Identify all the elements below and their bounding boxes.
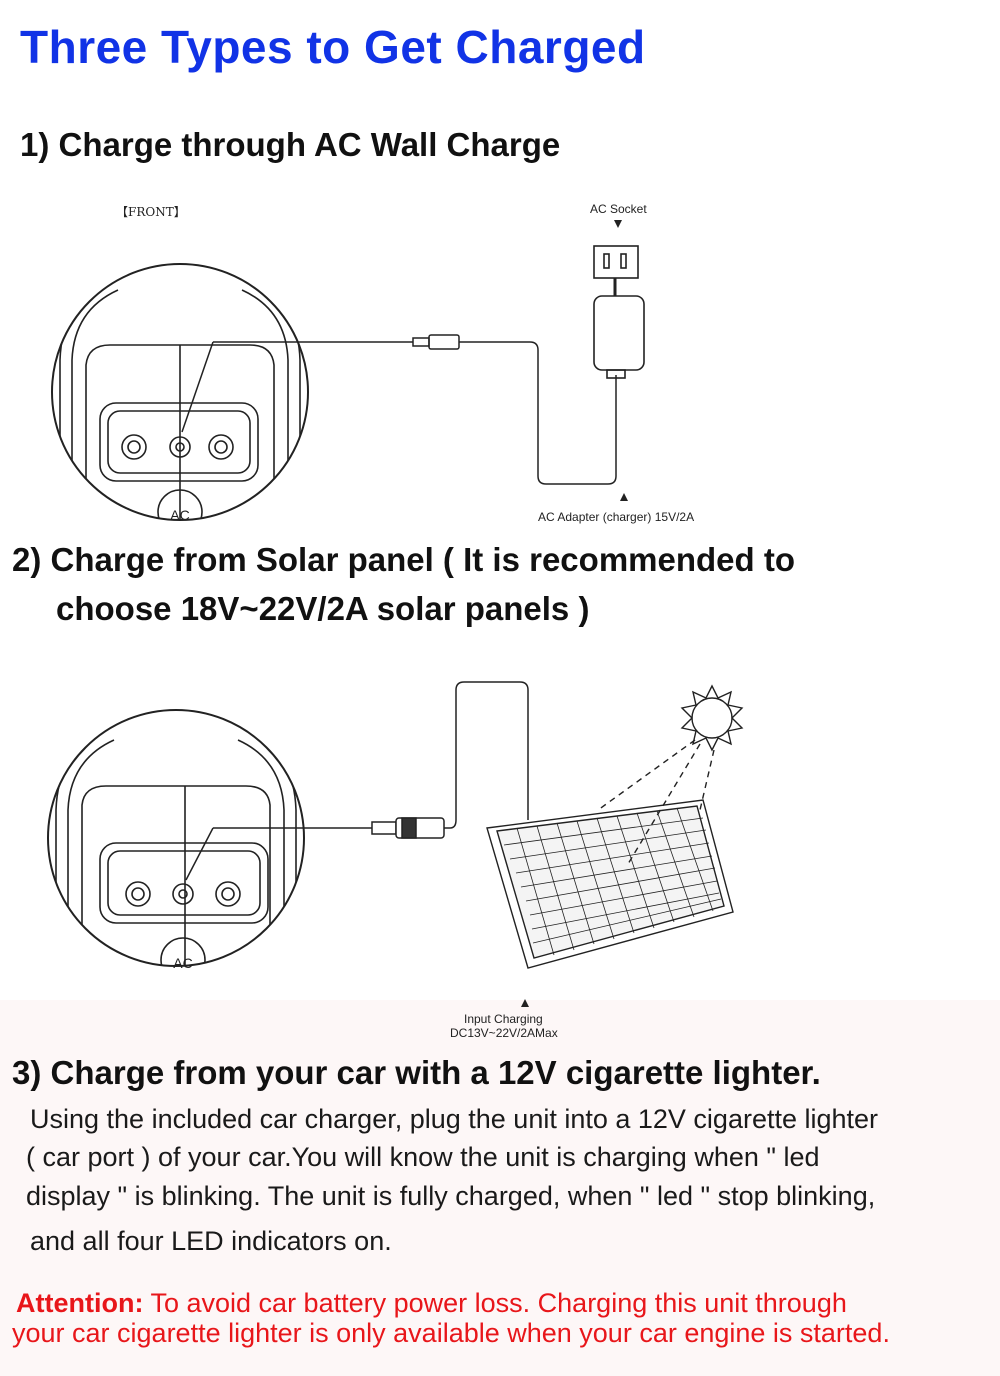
section3-body-line-1: Using the included car charger, plug the… (30, 1104, 879, 1134)
ac-port-label-2: AC (173, 955, 192, 971)
attention-label: Attention: (16, 1288, 144, 1318)
ac-cable (181, 334, 617, 485)
section3-body-line-4: and all four LED indicators on. (30, 1226, 392, 1256)
attention-text-1: To avoid car battery power loss. Chargin… (143, 1288, 847, 1318)
section3-body-line-3: display " is blinking. The unit is fully… (26, 1181, 876, 1211)
page-title: Three Types to Get Charged (20, 21, 646, 73)
attention-line-1: Attention: To avoid car battery power lo… (16, 1288, 847, 1319)
front-label: 【FRONT】 (116, 205, 186, 219)
input-charging-spec: DC13V~22V/2AMax (450, 1026, 558, 1040)
section2-heading-line2: choose 18V~22V/2A solar panels ) (56, 590, 590, 627)
ac-port-label-1: AC (170, 507, 189, 523)
ac-adapter-icon (593, 220, 645, 501)
solar-panel-icon (486, 799, 734, 969)
solar-cable (185, 681, 529, 1007)
attention-line-2: your car cigarette lighter is only avail… (12, 1318, 890, 1348)
ac-socket-label: AC Socket (590, 202, 647, 216)
section1-heading: 1) Charge through AC Wall Charge (20, 126, 561, 163)
power-station-front-2 (47, 709, 305, 967)
ac-adapter-label: AC Adapter (charger) 15V/2A (538, 510, 695, 524)
section3-heading: 3) Charge from your car with a 12V cigar… (12, 1054, 821, 1091)
section2-heading-line1: 2) Charge from Solar panel ( It is recom… (12, 541, 795, 578)
lower-background (0, 1000, 1000, 1376)
power-station-front-1 (51, 263, 309, 521)
sun-icon (597, 684, 744, 865)
input-charging-label: Input Charging (464, 1012, 543, 1026)
solar-panel-grid (503, 807, 722, 956)
section3-body-line-2: ( car port ) of your car.You will know t… (26, 1142, 820, 1172)
